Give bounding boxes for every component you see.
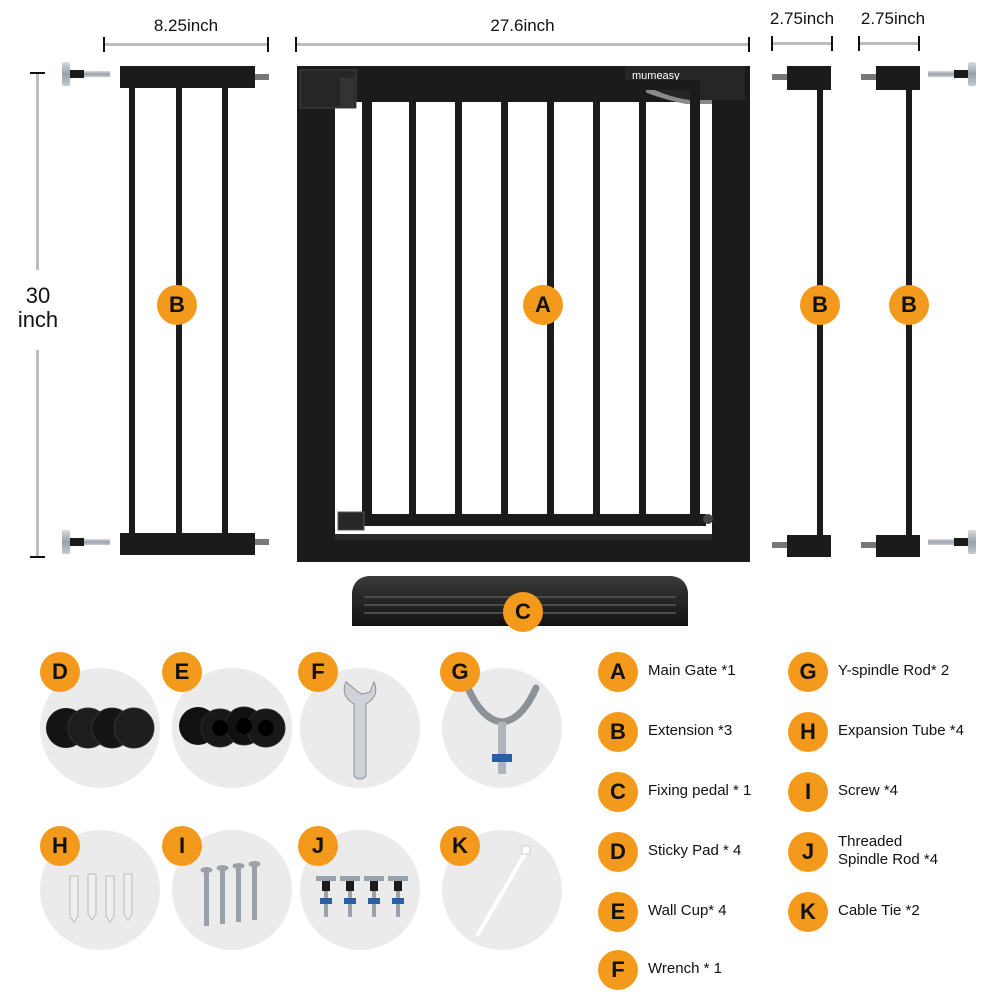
threaded-rods-icon — [316, 876, 408, 917]
brand-label: mumeasy — [632, 70, 680, 82]
y-spindle-rod-icon — [464, 684, 540, 774]
extension-small-1-width-label: 2.75inch — [769, 9, 835, 28]
extension-small-1-width-line — [771, 36, 833, 51]
threaded-bolt-right-bottom — [928, 530, 976, 554]
part-i-badge: I — [162, 826, 202, 866]
threaded-bolt-left-top — [62, 62, 110, 86]
legend-b-text: Extension *3 — [648, 722, 733, 739]
expansion-tubes-icon — [69, 873, 133, 923]
legend-i-badge: I — [788, 772, 828, 812]
part-e-photo — [172, 668, 292, 788]
legend-f-badge: F — [598, 950, 638, 990]
part-g-badge: G — [440, 652, 480, 692]
legend-a-badge: A — [598, 652, 638, 692]
main-gate-width-line — [295, 37, 750, 52]
badge-extension-small-1: B — [800, 285, 840, 325]
legend-k-badge: K — [788, 892, 828, 932]
height-value: 30 — [25, 283, 51, 308]
height-line-top — [30, 72, 45, 270]
part-k-badge: K — [440, 826, 480, 866]
sticky-pads-icon — [46, 707, 155, 749]
legend-f-text: Wrench * 1 — [648, 960, 722, 977]
legend-h-badge: H — [788, 712, 828, 752]
gate-diagram: mumeasy — [62, 62, 976, 626]
badge-pedal: C — [503, 592, 543, 632]
legend-j-text: Threaded Spindle Rod *4 — [838, 833, 939, 868]
part-h-badge: H — [40, 826, 80, 866]
wrench-icon — [343, 680, 377, 780]
screws-icon — [200, 861, 261, 926]
main-gate-width-label: 27.6inch — [490, 16, 555, 35]
part-d-photo — [40, 668, 160, 788]
extension-small-2-width-label: 2.75inch — [860, 9, 926, 28]
extension-left-width-label: 8.25inch — [153, 16, 219, 35]
legend-k-text: Cable Tie *2 — [838, 902, 920, 919]
extension-small-2-width-line — [858, 36, 920, 51]
badge-extension-left: B — [157, 285, 197, 325]
threaded-bolt-left-bottom — [62, 530, 110, 554]
height-unit: inch — [17, 307, 59, 332]
legend-c-badge: C — [598, 772, 638, 812]
legend-d-badge: D — [598, 832, 638, 872]
legend-c-text: Fixing pedal * 1 — [648, 782, 752, 799]
badge-main-gate: A — [523, 285, 563, 325]
legend-e-text: Wall Cup* 4 — [648, 902, 727, 919]
part-j-badge: J — [298, 826, 338, 866]
extension-left-width-line — [103, 37, 269, 52]
legend-i-text: Screw *4 — [838, 782, 899, 799]
height-line-bottom — [30, 350, 45, 558]
part-e-badge: E — [162, 652, 202, 692]
legend-a-text: Main Gate *1 — [648, 662, 736, 679]
wall-cups-icon — [179, 706, 286, 748]
legend-j-badge: J — [788, 832, 828, 872]
legend-g-text: Y-spindle Rod* 2 — [838, 662, 950, 679]
cable-tie-icon — [476, 845, 531, 936]
threaded-bolt-right-top — [928, 62, 976, 86]
legend-b-badge: B — [598, 712, 638, 752]
height-label: 30 inch — [8, 284, 68, 332]
part-f-badge: F — [298, 652, 338, 692]
legend-g-badge: G — [788, 652, 828, 692]
legend-h-text: Expansion Tube *4 — [838, 722, 964, 739]
badge-extension-small-2: B — [889, 285, 929, 325]
legend-e-badge: E — [598, 892, 638, 932]
legend-d-text: Sticky Pad * 4 — [648, 842, 742, 859]
part-d-badge: D — [40, 652, 80, 692]
